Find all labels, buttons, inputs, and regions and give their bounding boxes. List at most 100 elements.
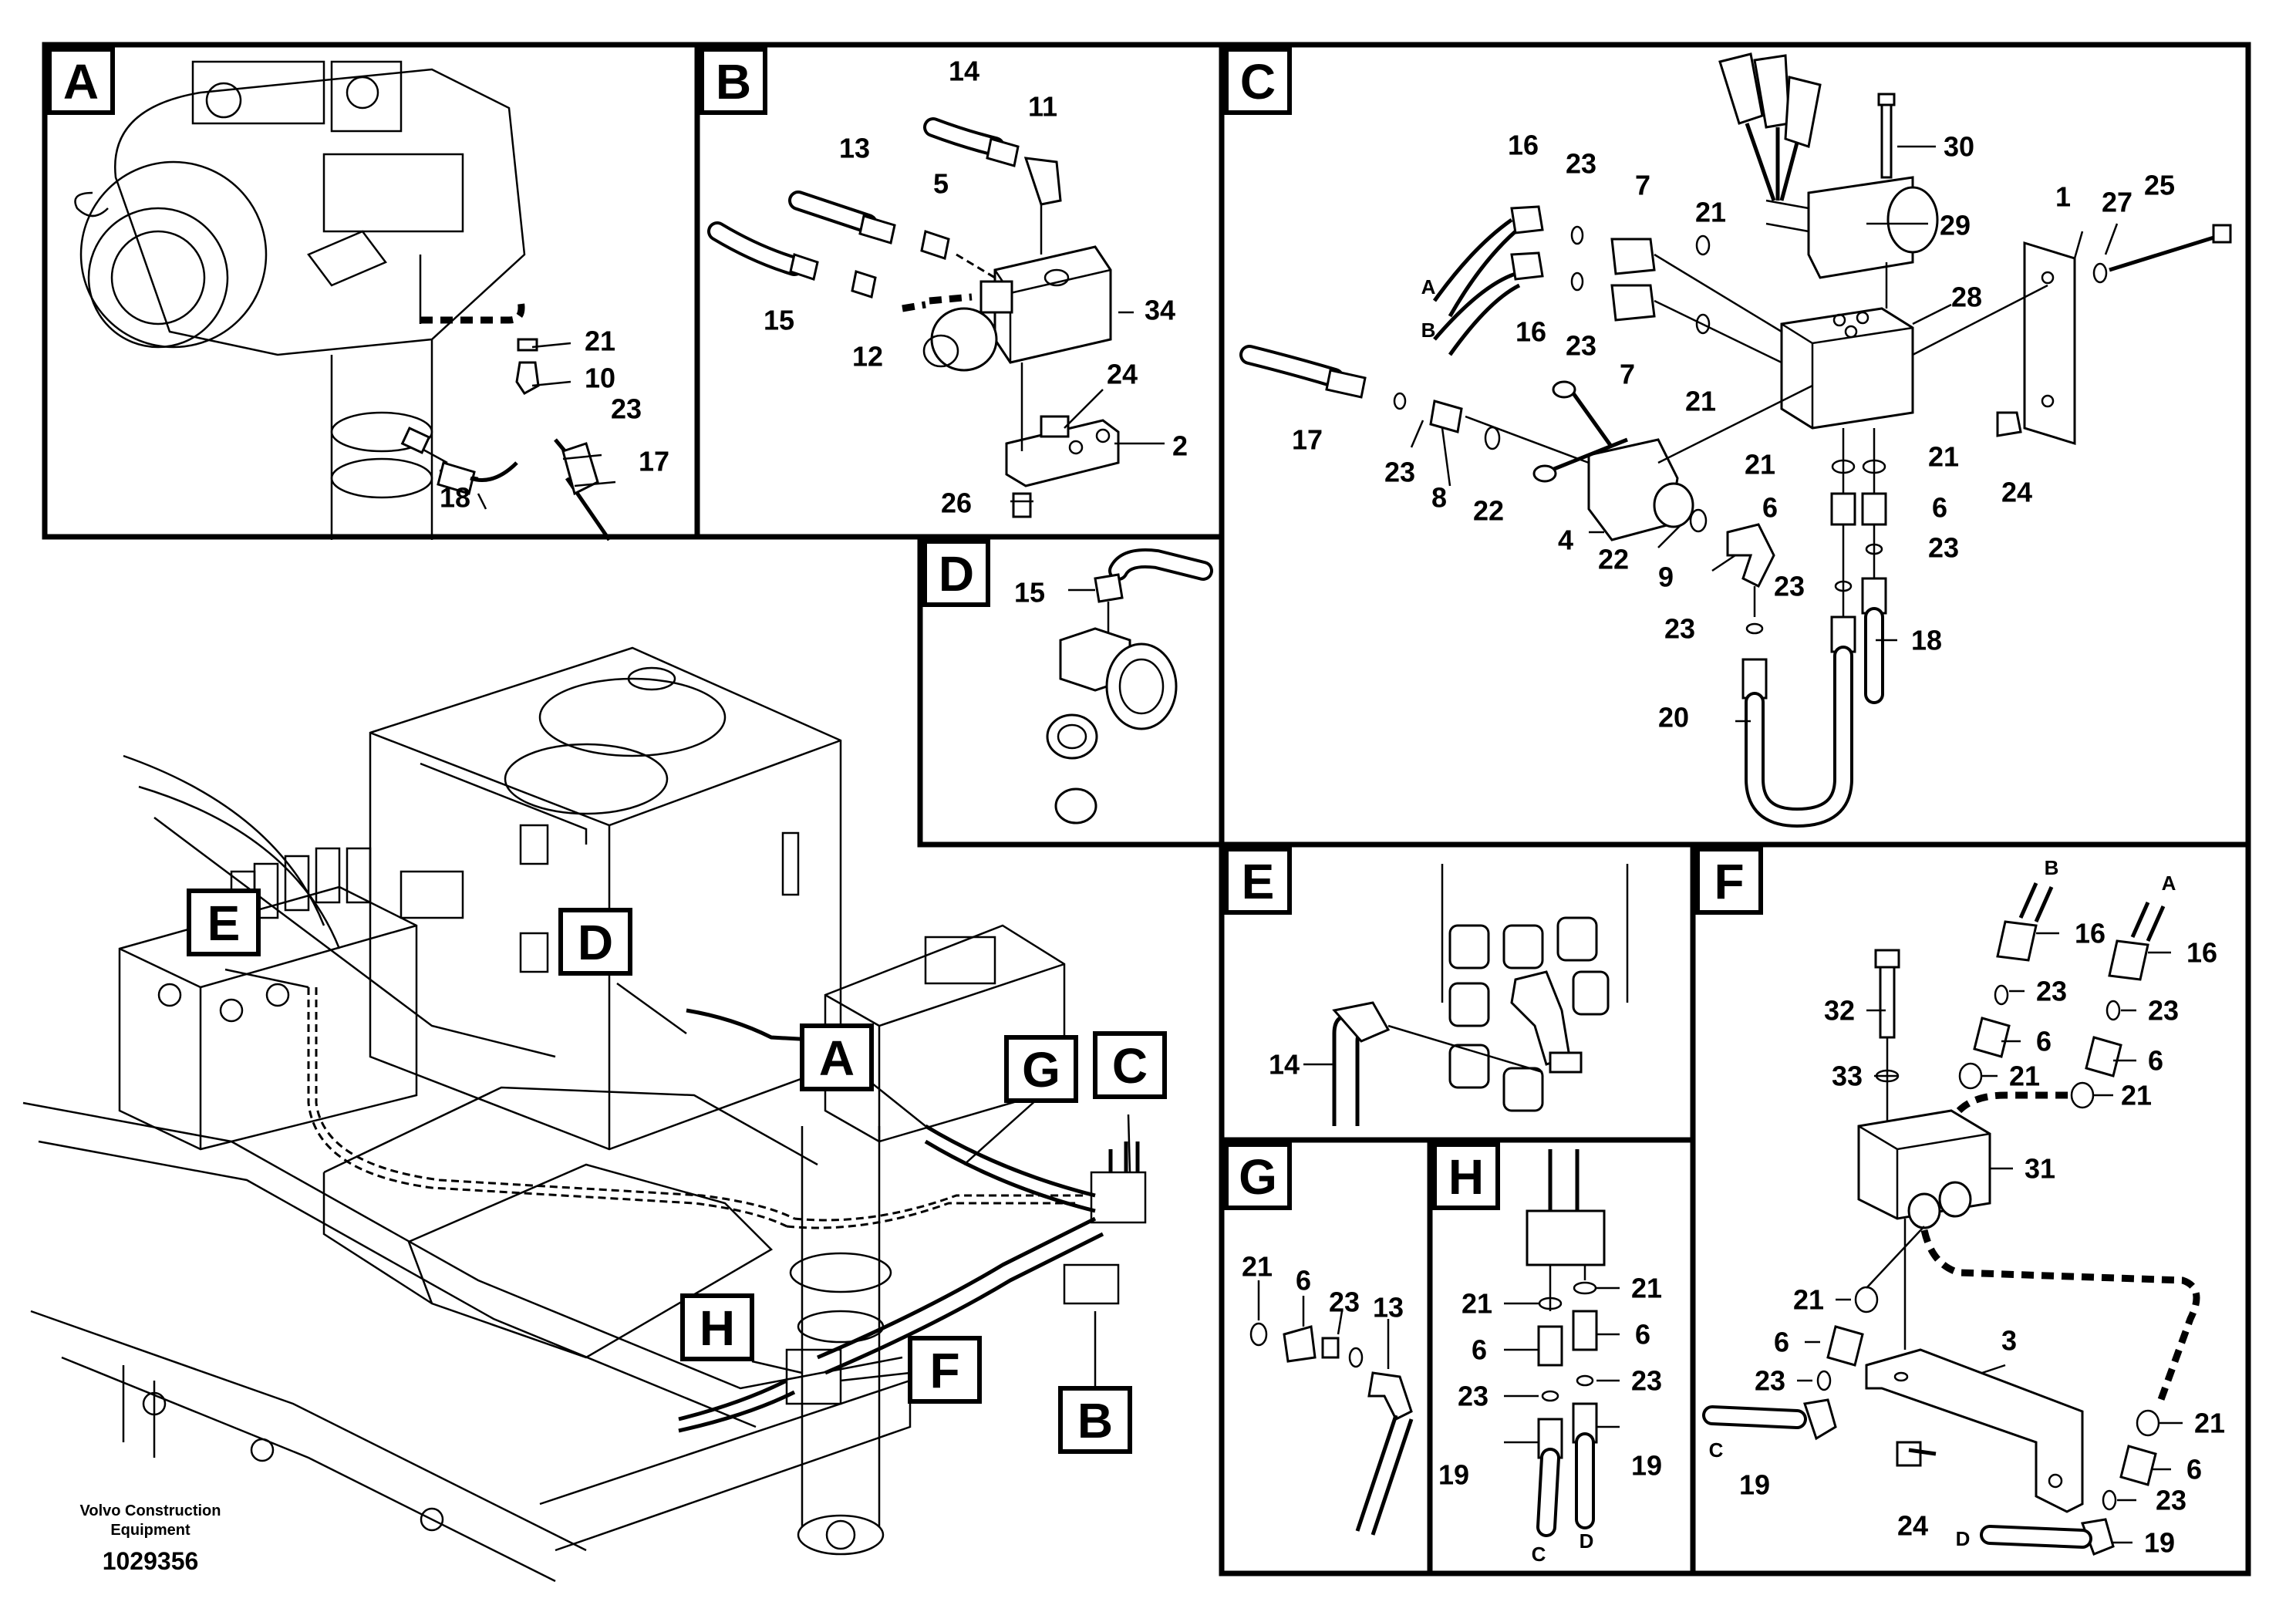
part-number-label: 30 — [1944, 131, 1974, 163]
part-number-label: 20 — [1658, 702, 1689, 733]
part-number-label: 24 — [1897, 1510, 1928, 1542]
part-number-label: 23 — [1458, 1381, 1489, 1412]
svg-text:C: C — [1112, 1038, 1148, 1094]
panel-C-drawing: 16 23 7 21 A B 16 23 7 21 30 29 1 27 25 … — [1239, 52, 2232, 828]
part-number-label: 29 — [1940, 210, 1971, 241]
part-number-label: 23 — [1566, 330, 1596, 362]
part-number-label: 3 — [2001, 1325, 2017, 1357]
part-number-label: 14 — [1269, 1049, 1300, 1081]
part-number-label: 16 — [1515, 316, 1546, 348]
svg-text:A: A — [819, 1030, 855, 1086]
part-number-label: 28 — [1951, 282, 1982, 313]
part-number-label: 21 — [585, 325, 615, 357]
part-number-label: A — [2162, 872, 2176, 895]
part-number-label: 17 — [639, 446, 669, 477]
part-number-label: 23 — [1566, 148, 1596, 180]
part-number-label: 23 — [1928, 532, 1959, 564]
part-number-label: 18 — [440, 482, 470, 514]
part-number-label: 6 — [2186, 1454, 2202, 1485]
part-number-label: B — [2045, 856, 2059, 879]
svg-text:H: H — [700, 1300, 735, 1356]
part-number-label: 21 — [2009, 1061, 2040, 1092]
part-number-label: 9 — [1658, 561, 1674, 593]
part-number-label: 23 — [611, 393, 642, 425]
callout-H: H — [680, 1293, 754, 1361]
svg-text:A: A — [63, 54, 99, 110]
panel-G-tag: G — [1224, 1142, 1292, 1210]
part-number-label: 21 — [1685, 386, 1716, 417]
part-number-label: 6 — [2148, 1045, 2163, 1077]
part-number-label: 2 — [1172, 430, 1188, 462]
part-number-label: 32 — [1824, 995, 1855, 1027]
part-number-label: 23 — [1774, 571, 1805, 602]
part-number-label: 23 — [1631, 1365, 1662, 1397]
part-number-label: 19 — [1739, 1469, 1770, 1501]
part-number-label: 7 — [1620, 359, 1635, 390]
part-number-label: D — [1956, 1527, 1971, 1550]
part-number-label: 6 — [1932, 492, 1947, 524]
part-number-label: 21 — [1242, 1251, 1273, 1283]
part-number-label: 21 — [1745, 449, 1775, 481]
part-number-label: 25 — [2144, 170, 2175, 201]
part-number-label: 34 — [1145, 295, 1175, 326]
part-number-label: 13 — [839, 133, 870, 164]
callout-F: F — [908, 1336, 982, 1404]
part-number-label: 15 — [1014, 577, 1045, 609]
part-number-label: 5 — [933, 168, 949, 200]
panel-A-drawing: 21 10 23 17 18 — [74, 60, 669, 541]
part-number-label: 23 — [1755, 1365, 1785, 1397]
panel-B-tag: B — [700, 47, 767, 115]
part-number-label: 6 — [1472, 1334, 1487, 1366]
part-number-label: 18 — [1911, 625, 1942, 656]
part-number-label: 7 — [1635, 170, 1650, 201]
part-number-label: 12 — [852, 341, 883, 373]
part-number-label: 19 — [2144, 1527, 2175, 1559]
overview-drawing — [22, 646, 1147, 1583]
panel-F-frame — [1690, 841, 2251, 1576]
part-number-label: A — [1421, 275, 1436, 298]
part-number-label: 23 — [1329, 1286, 1360, 1318]
part-number-label: 8 — [1431, 482, 1447, 514]
part-number-label: 16 — [1508, 130, 1539, 161]
doc-number: 1029356 — [103, 1547, 199, 1575]
svg-text:B: B — [716, 54, 751, 110]
panel-E-drawing: 14 — [1269, 864, 1629, 1126]
svg-text:E: E — [207, 895, 241, 951]
svg-text:G: G — [1022, 1042, 1060, 1098]
part-number-label: C — [1709, 1438, 1724, 1462]
panel-D-tag: D — [922, 539, 990, 607]
part-number-label: D — [1580, 1529, 1594, 1553]
part-number-label: 23 — [2148, 995, 2179, 1027]
svg-text:H: H — [1448, 1149, 1484, 1205]
part-number-label: 16 — [2075, 918, 2106, 949]
part-number-label: 22 — [1473, 495, 1504, 527]
part-number-label: 1 — [2055, 181, 2071, 213]
panel-E-tag: E — [1224, 847, 1292, 915]
panel-F-drawing: B 16 A 16 23 23 32 6 6 21 21 33 31 21 3 … — [1702, 856, 2225, 1559]
panel-A-frame — [42, 42, 700, 540]
callout-C: C — [1093, 1031, 1167, 1099]
panel-A-tag: A — [47, 47, 115, 115]
panel-B-frame — [694, 42, 1225, 540]
part-number-label: 23 — [2036, 976, 2067, 1007]
part-number-label: 11 — [1028, 91, 1057, 123]
callout-E: E — [187, 889, 261, 956]
svg-text:G: G — [1239, 1149, 1277, 1205]
part-number-label: 24 — [1107, 359, 1138, 390]
part-number-label: 4 — [1558, 524, 1573, 556]
panel-F-tag: F — [1695, 847, 1763, 915]
part-number-label: 6 — [1635, 1319, 1650, 1351]
part-number-label: 17 — [1292, 424, 1323, 456]
svg-text:B: B — [1077, 1393, 1113, 1448]
panel-H-tag: H — [1432, 1142, 1500, 1210]
part-number-label: 13 — [1373, 1292, 1404, 1324]
maker-line-1: Volvo Construction — [80, 1502, 221, 1519]
panel-D-frame — [917, 534, 1225, 848]
part-number-label: 21 — [1631, 1273, 1662, 1304]
part-number-label: 6 — [1774, 1327, 1789, 1358]
svg-text:F: F — [1714, 854, 1744, 909]
panel-H-drawing: 21 21 6 6 23 23 19 19 C D — [1438, 1149, 1662, 1566]
part-number-label: 19 — [1438, 1459, 1469, 1491]
part-number-label: 21 — [2121, 1080, 2152, 1111]
